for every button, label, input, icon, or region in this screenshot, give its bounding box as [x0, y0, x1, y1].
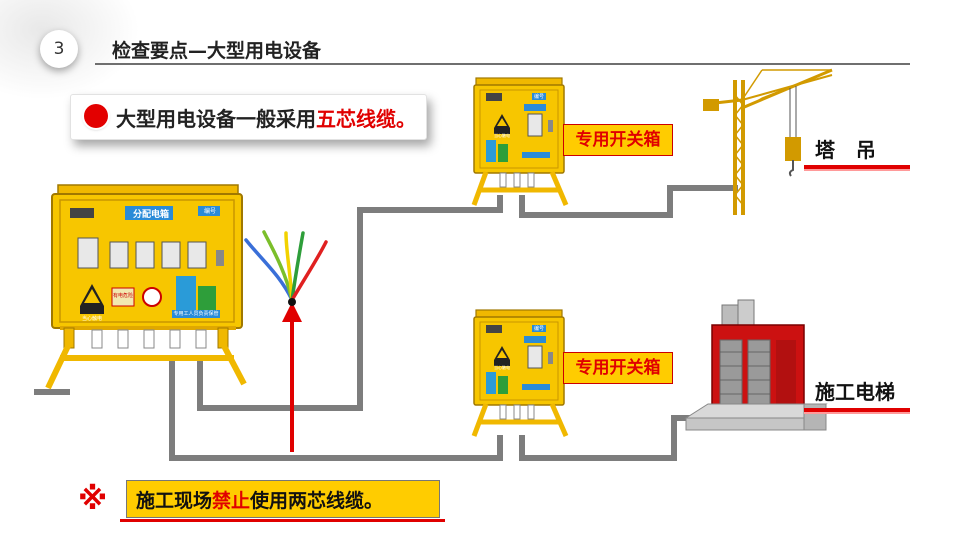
section-number-badge: 3 [40, 30, 78, 68]
note-box [126, 480, 440, 518]
tower-crane-label: 塔 吊 [815, 138, 876, 162]
lower-switch-box-label: 专用开关箱 [563, 352, 673, 384]
lower-switch-box-drawing [471, 309, 569, 438]
red-bullet-icon [84, 104, 108, 128]
reference-mark-icon: ※ [78, 482, 108, 517]
wire-green [290, 231, 305, 302]
wire-bundle-knot [288, 298, 296, 306]
elevator-label: 施工电梯 [815, 380, 895, 404]
note-prefix: 施工现场 [136, 490, 213, 512]
note-highlight: 禁止 [212, 490, 251, 512]
tower-crane-underline [804, 165, 910, 171]
upper-switch-box-label: 专用开关箱 [563, 124, 673, 156]
wire-red [290, 240, 328, 302]
five-core-wires [244, 230, 328, 302]
distribution-box-title: 分配电箱 [132, 210, 169, 220]
lower-switch-box-tag: 编号 [533, 326, 544, 332]
lower-switch-box-sign: 当心触电 [494, 365, 510, 370]
distribution-box-warning: 当心触电 [81, 316, 102, 322]
cable-to-elevator [519, 415, 700, 461]
tower-crane-drawing [703, 68, 833, 215]
callout-prefix: 大型用电设备一般采用 [116, 107, 316, 131]
upper-switch-box-drawing [471, 77, 569, 206]
note-underline [120, 519, 445, 522]
elevator-underline [804, 408, 910, 414]
distribution-box-sign: 有电危险 [112, 293, 133, 299]
wire-blue [244, 238, 294, 302]
distribution-box-bottom-note: 专用工人员负责保管 [173, 311, 219, 317]
cable-to-tower-crane [519, 185, 738, 218]
callout-highlight: 五芯线缆。 [316, 107, 416, 131]
cable-network [34, 185, 738, 461]
cable-to-upper-switchbox [197, 195, 503, 411]
header-divider [95, 63, 910, 65]
upper-switch-box-sign: 当心触电 [494, 133, 510, 138]
upper-switch-box-tag: 编号 [533, 94, 544, 100]
note-suffix: 使用两芯线缆。 [250, 490, 384, 512]
page-title: 检查要点—大型用电设备 [112, 40, 322, 62]
wire-yellow [284, 231, 294, 302]
note-text: 施工现场禁止使用两芯线缆。 [136, 486, 383, 513]
distribution-box-drawing [45, 184, 247, 390]
cable-to-lower-switchbox [169, 355, 503, 461]
distribution-box-tag: 编号 [203, 208, 216, 215]
callout-text: 大型用电设备一般采用五芯线缆。 [116, 103, 416, 132]
callout-card [70, 94, 427, 140]
